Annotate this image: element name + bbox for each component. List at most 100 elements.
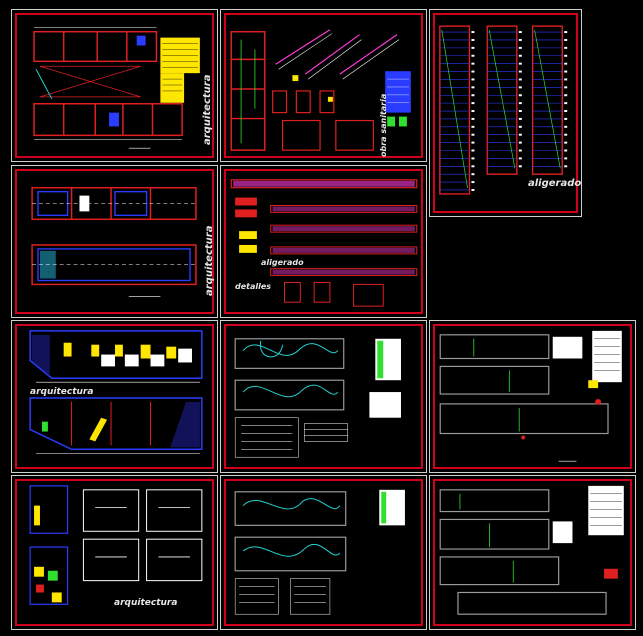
drawing-sheet-6[interactable]: arquitectura xyxy=(11,320,218,473)
dimension-mark xyxy=(564,31,568,34)
dimension-mark xyxy=(518,54,522,57)
drawing-sheet-5[interactable]: aligerado detalles xyxy=(220,165,427,318)
dimension-mark xyxy=(564,86,568,89)
dimension-mark xyxy=(518,31,522,34)
dimension-mark xyxy=(564,70,568,73)
dimension-mark xyxy=(518,125,522,128)
dimension-mark xyxy=(518,38,522,41)
sheet-4-label: arquitectura xyxy=(204,225,215,296)
sheet-frame xyxy=(224,479,423,626)
dimension-mark xyxy=(471,133,475,136)
dimension-mark xyxy=(471,110,475,113)
dimension-mark xyxy=(471,86,475,89)
sheet-9-label: arquitectura xyxy=(114,598,178,608)
drawing-sheet-1[interactable]: arquitectura xyxy=(11,9,218,162)
sheet-frame xyxy=(224,13,423,158)
drawing-sheet-11[interactable] xyxy=(429,475,636,630)
sheet-6-label: arquitectura xyxy=(30,387,94,397)
sheet-frame xyxy=(224,324,423,469)
sheet-frame xyxy=(433,479,632,626)
dimension-mark xyxy=(564,157,568,160)
dimension-mark xyxy=(518,94,522,97)
dimension-mark xyxy=(564,54,568,57)
beam-detail xyxy=(270,204,418,213)
beam-rebar xyxy=(272,206,415,212)
dimension-mark xyxy=(564,102,568,105)
sheet-frame xyxy=(224,169,423,314)
sheet-frame xyxy=(15,169,214,314)
sheet-frame xyxy=(15,479,214,626)
installation-plan-2-drawing xyxy=(439,485,624,615)
dimension-mark xyxy=(518,157,522,160)
dimension-mark xyxy=(518,70,522,73)
dimension-mark xyxy=(471,102,475,105)
beam-rebar xyxy=(272,226,415,232)
installation-plan-drawing xyxy=(439,330,622,462)
dimension-mark xyxy=(518,86,522,89)
dimension-mark xyxy=(518,149,522,152)
dimension-mark xyxy=(564,117,568,120)
dimension-mark xyxy=(471,70,475,73)
dimension-mark xyxy=(471,31,475,34)
drawing-sheet-4[interactable]: arquitectura xyxy=(11,165,218,318)
dimension-mark xyxy=(471,46,475,49)
dimension-mark xyxy=(518,110,522,113)
dimension-mark xyxy=(564,78,568,81)
sanitary-plan-drawing xyxy=(230,29,411,151)
dimension-mark xyxy=(518,78,522,81)
dimension-mark xyxy=(564,149,568,152)
dimension-mark xyxy=(471,188,475,191)
dimension-mark xyxy=(518,133,522,136)
drawing-sheet-3[interactable]: aligerado xyxy=(429,9,582,217)
sheet-frame xyxy=(15,13,214,158)
beam-detail xyxy=(270,224,418,233)
dimension-mark xyxy=(471,38,475,41)
drawing-sheet-9[interactable]: arquitectura xyxy=(11,475,218,630)
dimension-mark xyxy=(471,149,475,152)
sheet-frame xyxy=(15,324,214,469)
sheet-5-label-2: detalles xyxy=(235,282,272,291)
drawing-sheet-7[interactable] xyxy=(220,320,427,473)
floor-plan-drawing xyxy=(33,27,200,149)
electrical-plan-drawing xyxy=(234,338,401,458)
dimension-mark xyxy=(471,125,475,128)
beam-detail xyxy=(270,246,418,255)
dimension-mark xyxy=(564,165,568,168)
beam-detail xyxy=(270,268,418,277)
dimension-mark xyxy=(564,94,568,97)
dimension-mark xyxy=(564,46,568,49)
sheet-frame xyxy=(433,324,632,469)
dimension-mark xyxy=(518,117,522,120)
beam-rebar xyxy=(272,247,415,253)
dimension-mark xyxy=(471,141,475,144)
sheet-frame xyxy=(433,13,578,213)
dimension-mark xyxy=(471,117,475,120)
dimension-mark xyxy=(518,102,522,105)
drawing-sheet-10[interactable] xyxy=(220,475,427,630)
dimension-mark xyxy=(518,46,522,49)
beam-details-drawing xyxy=(230,179,418,307)
sheet-2-label: obra sanitaria xyxy=(379,93,388,157)
dimension-mark xyxy=(471,157,475,160)
dimension-mark xyxy=(564,110,568,113)
dimension-mark xyxy=(471,165,475,168)
dimension-mark xyxy=(518,62,522,65)
dimension-mark xyxy=(518,165,522,168)
sheet-1-label: arquitectura xyxy=(202,74,213,145)
dimension-mark xyxy=(471,62,475,65)
sheet-3-label: aligerado xyxy=(528,178,582,189)
electrical-plan-2-drawing xyxy=(234,489,405,615)
beam-rebar xyxy=(272,269,415,275)
dimension-mark xyxy=(564,38,568,41)
elevation-plan-drawing xyxy=(31,186,197,297)
dimension-mark xyxy=(471,94,475,97)
elevation-boxes-drawing xyxy=(29,485,203,605)
section-drawing xyxy=(29,330,203,454)
sheet-5-label: aligerado xyxy=(261,258,304,267)
dimension-mark xyxy=(471,181,475,184)
dimension-mark xyxy=(471,54,475,57)
drawing-sheet-2[interactable]: obra sanitaria xyxy=(220,9,427,162)
dimension-mark xyxy=(564,62,568,65)
drawing-sheet-8[interactable] xyxy=(429,320,636,473)
dimension-mark xyxy=(564,141,568,144)
